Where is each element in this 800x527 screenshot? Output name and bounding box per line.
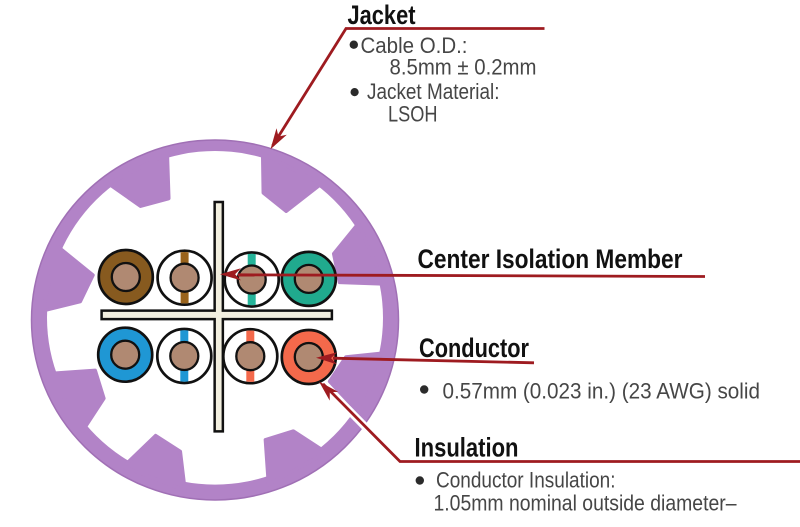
svg-text:Conductor: Conductor — [419, 333, 529, 363]
svg-text:1.05mm nominal outside diamete: 1.05mm nominal outside diameter– — [434, 491, 738, 516]
svg-text:Jacket Material:: Jacket Material: — [367, 79, 500, 104]
svg-text:Conductor Insulation:: Conductor Insulation: — [436, 468, 616, 493]
svg-text:Cable O.D.:: Cable O.D.: — [361, 33, 468, 58]
svg-text:LSOH: LSOH — [388, 102, 438, 127]
svg-text:Insulation: Insulation — [415, 433, 519, 463]
svg-text:Center Isolation Member: Center Isolation Member — [418, 244, 683, 274]
svg-text:8.5mm ± 0.2mm: 8.5mm ± 0.2mm — [390, 55, 537, 80]
svg-text:Jacket: Jacket — [348, 0, 416, 30]
svg-text:0.57mm (0.023 in.) (23 AWG) so: 0.57mm (0.023 in.) (23 AWG) solid — [443, 379, 761, 404]
